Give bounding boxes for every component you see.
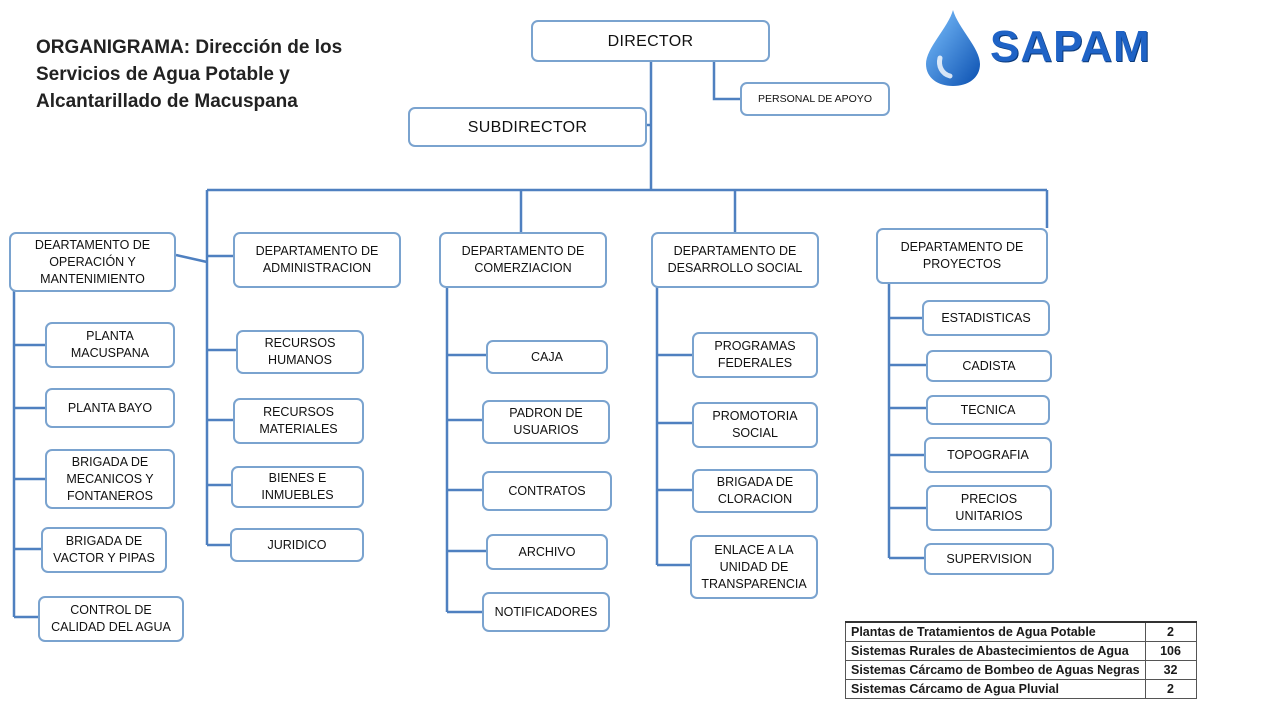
unit-control-calidad: CONTROL DE CALIDAD DEL AGUA: [38, 596, 184, 642]
unit-planta-macuspana: PLANTA MACUSPANA: [45, 322, 175, 368]
stat-label: Sistemas Cárcamo de Agua Pluvial: [845, 679, 1146, 699]
unit-brigada-mecanicos: BRIGADA DE MECANICOS Y FONTANEROS: [45, 449, 175, 509]
table-row: Sistemas Rurales de Abastecimientos de A…: [845, 641, 1197, 661]
unit-caja: CAJA: [486, 340, 608, 374]
unit-precios-unitarios: PRECIOS UNITARIOS: [926, 485, 1052, 531]
dept-administracion-box: DEPARTAMENTO DE ADMINISTRACION: [233, 232, 401, 288]
unit-juridico: JURIDICO: [230, 528, 364, 562]
dept-desarrollo-box: DEPARTAMENTO DE DESARROLLO SOCIAL: [651, 232, 819, 288]
stat-label: Sistemas Rurales de Abastecimientos de A…: [845, 641, 1146, 661]
logo-text: SAPAM: [990, 22, 1151, 71]
unit-archivo: ARCHIVO: [486, 534, 608, 570]
stat-value: 2: [1144, 621, 1197, 642]
unit-notificadores: NOTIFICADORES: [482, 592, 610, 632]
water-drop-icon: [926, 10, 980, 86]
stat-value: 106: [1144, 641, 1197, 661]
unit-recursos-materiales: RECURSOS MATERIALES: [233, 398, 364, 444]
unit-enlace-transparencia: ENLACE A LA UNIDAD DE TRANSPARENCIA: [690, 535, 818, 599]
unit-tecnica: TECNICA: [926, 395, 1050, 425]
unit-brigada-vactor: BRIGADA DE VACTOR Y PIPAS: [41, 527, 167, 573]
stat-value: 32: [1144, 660, 1197, 680]
stat-label: Plantas de Tratamientos de Agua Potable: [845, 621, 1146, 642]
table-row: Sistemas Cárcamo de Agua Pluvial 2: [845, 679, 1197, 699]
personal-apoyo-box: PERSONAL DE APOYO: [740, 82, 890, 116]
unit-programas-federales: PROGRAMAS FEDERALES: [692, 332, 818, 378]
unit-promotoria-social: PROMOTORIA SOCIAL: [692, 402, 818, 448]
dept-comerzializacion-box: DEPARTAMENTO DE COMERZIACION: [439, 232, 607, 288]
unit-supervision: SUPERVISION: [924, 543, 1054, 575]
unit-brigada-cloracion: BRIGADA DE CLORACION: [692, 469, 818, 513]
dept-proyectos-box: DEPARTAMENTO DE PROYECTOS: [876, 228, 1048, 284]
unit-recursos-humanos: RECURSOS HUMANOS: [236, 330, 364, 374]
subdirector-box: SUBDIRECTOR: [408, 107, 647, 147]
sapam-logo: [918, 8, 1178, 88]
chart-title: ORGANIGRAMA: Dirección de los Servicios …: [36, 37, 343, 112]
unit-contratos: CONTRATOS: [482, 471, 612, 511]
unit-planta-bayo: PLANTA BAYO: [45, 388, 175, 428]
unit-padron-usuarios: PADRON DE USUARIOS: [482, 400, 610, 444]
stats-table: Plantas de Tratamientos de Agua Potable …: [845, 621, 1197, 699]
unit-estadisticas: ESTADISTICAS: [922, 300, 1050, 336]
director-box: DIRECTOR: [531, 20, 770, 62]
dept-operacion-box: DEARTAMENTO DE OPERACIÓN Y MANTENIMIENTO: [9, 232, 176, 292]
table-row: Sistemas Cárcamo de Bombeo de Aguas Negr…: [845, 660, 1197, 680]
unit-cadista: CADISTA: [926, 350, 1052, 382]
table-row: Plantas de Tratamientos de Agua Potable …: [845, 621, 1197, 642]
unit-topografia: TOPOGRAFIA: [924, 437, 1052, 473]
stat-value: 2: [1144, 679, 1197, 699]
stat-label: Sistemas Cárcamo de Bombeo de Aguas Negr…: [845, 660, 1146, 680]
unit-bienes-inmuebles: BIENES E INMUEBLES: [231, 466, 364, 508]
